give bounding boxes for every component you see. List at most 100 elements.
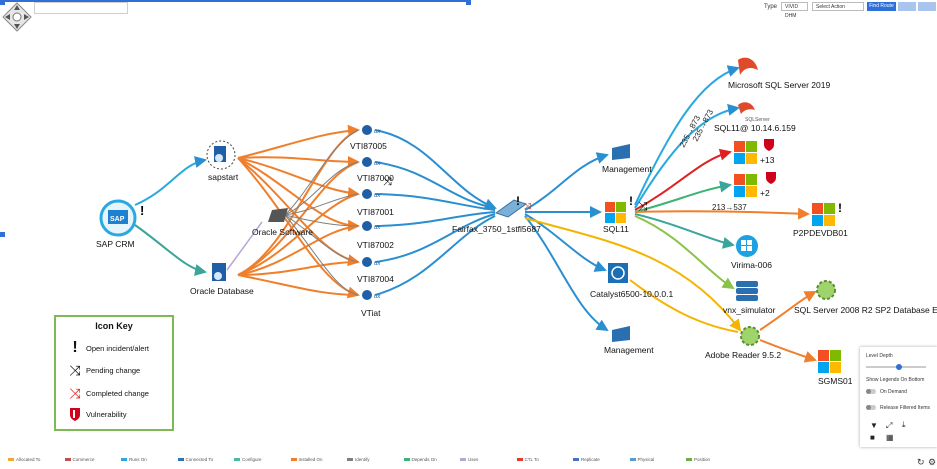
settings-icon[interactable]: ⚙ xyxy=(928,457,937,467)
node-catalyst[interactable]: Catalyst6500-10.0.0.1 xyxy=(590,263,673,299)
shield-icon xyxy=(764,139,774,151)
slider-handle[interactable] xyxy=(896,364,902,370)
key-row: Vulnerability xyxy=(64,408,127,421)
switch-icon xyxy=(612,144,630,160)
level-depth-slider[interactable] xyxy=(866,364,926,370)
search-input[interactable] xyxy=(34,2,128,14)
windows-icon xyxy=(812,203,835,226)
node-vti-host[interactable]: ux xyxy=(362,157,381,167)
shield-icon xyxy=(64,408,86,421)
node-vnx[interactable]: vnx_simulator xyxy=(723,281,776,315)
secondary-button[interactable] xyxy=(898,2,916,11)
selection-handle[interactable] xyxy=(0,0,5,5)
legend-label: CTL To xyxy=(524,457,539,462)
selection-handle[interactable] xyxy=(0,232,5,237)
pan-control-icon[interactable] xyxy=(2,2,32,32)
icon-key: Icon Key ! Open incident/alert ⤨ Pending… xyxy=(54,315,174,431)
grid-icon[interactable]: ▦ xyxy=(886,433,894,442)
release-filtered-label: Release Filtered Items xyxy=(880,405,931,411)
node-management-top[interactable]: Management xyxy=(602,144,652,174)
on-demand-toggle[interactable] xyxy=(866,389,876,394)
key-label: Vulnerability xyxy=(86,410,127,419)
legend-item: Installed On xyxy=(290,457,323,462)
node-sap-crm[interactable]: SAP ! SAP CRM xyxy=(96,199,144,249)
node-sql2008[interactable]: SQL Server 2008 R2 SP2 Database E xyxy=(794,280,937,315)
node-sql11-ip[interactable]: SQLServer SQL11@ 10.14.6.159 xyxy=(714,102,796,133)
key-row: ⤨ Pending change xyxy=(64,362,140,379)
legend-item: Connected To xyxy=(177,457,213,462)
release-filtered-toggle[interactable] xyxy=(866,405,876,410)
exclamation-icon: ! xyxy=(72,339,78,356)
node-management-bottom[interactable]: Management xyxy=(604,326,654,355)
legend-item: Commerce xyxy=(64,457,95,462)
node-sql11[interactable]: ! ⤨ SQL11 xyxy=(603,194,648,234)
switch-icon xyxy=(608,263,628,283)
node-virima[interactable]: Virima-006 xyxy=(731,235,772,270)
type-select[interactable]: VIVID DHM xyxy=(781,2,808,19)
node-vti-host[interactable]: ux xyxy=(362,125,381,135)
selection-border xyxy=(0,0,470,2)
node-sgms01[interactable]: SGMS01 xyxy=(818,350,853,386)
action-select[interactable]: Select Action xyxy=(812,2,864,11)
node-vti-host[interactable]: ux xyxy=(362,189,381,199)
node-label: Fairfax_3750_1stfl5687 xyxy=(452,224,541,234)
selection-handle[interactable] xyxy=(466,0,471,5)
refresh-icon[interactable]: ↻ xyxy=(917,457,925,467)
find-button[interactable]: Find Route xyxy=(867,2,896,11)
node-adobe[interactable]: Adobe Reader 9.5.2 xyxy=(705,326,781,360)
settings-panel: Level Depth Show Legends On Bottom On De… xyxy=(860,347,937,447)
svg-text:ux: ux xyxy=(374,294,381,300)
expand-icon[interactable]: ⤢ xyxy=(886,421,893,430)
tertiary-button[interactable] xyxy=(918,2,936,11)
node-oracle-database[interactable]: Oracle Database xyxy=(190,263,254,296)
node-label: SQL Server 2008 R2 SP2 Database E xyxy=(794,305,937,315)
filter-icon[interactable]: ▼ xyxy=(870,421,878,430)
key-row: ⤨ Completed change xyxy=(64,385,149,402)
node-oracle-software[interactable]: Oracle Software xyxy=(252,208,313,237)
legend-swatch xyxy=(460,458,466,461)
legend-label: Uses xyxy=(468,457,479,462)
gear-icon xyxy=(816,280,836,300)
node-label: VTI87000 xyxy=(357,173,394,183)
shuffle-red-icon: ⤨ xyxy=(524,201,532,211)
node-sapstart[interactable]: sapstart xyxy=(206,140,239,182)
svg-text:SAP: SAP xyxy=(110,216,125,223)
node-group-2[interactable]: +2 xyxy=(734,172,776,198)
save-icon[interactable]: ■ xyxy=(870,433,875,442)
edges xyxy=(134,65,817,363)
node-label: SQL11@ 10.14.6.159 xyxy=(714,123,796,133)
icon-key-title: Icon Key xyxy=(95,321,133,331)
node-group-13[interactable]: +13 xyxy=(734,139,775,165)
exclamation-icon: ! xyxy=(140,203,144,218)
legend-item: Configure xyxy=(234,457,262,462)
node-label: P2PDEVDB01 xyxy=(793,228,848,238)
legend-swatch xyxy=(686,458,692,461)
node-label: Management xyxy=(602,164,652,174)
legend-item: Replicate xyxy=(573,457,600,462)
node-vti-host[interactable]: ux xyxy=(362,257,381,267)
windows-icon xyxy=(818,350,841,373)
legend-item: Uses xyxy=(460,457,478,462)
node-label: VTI87001 xyxy=(357,207,394,217)
sql-server-icon xyxy=(738,57,758,75)
legend-item: Runs On xyxy=(121,457,147,462)
node-vti-host[interactable]: ux xyxy=(362,221,381,231)
windows-icon xyxy=(605,202,626,223)
node-vti-host[interactable]: ux xyxy=(362,290,381,300)
exclamation-icon: ! xyxy=(629,194,633,208)
node-label: Management xyxy=(604,345,654,355)
shield-icon xyxy=(766,172,776,184)
node-p2pdevdb01[interactable]: ! P2PDEVDB01 xyxy=(793,201,848,238)
node-fairfax[interactable]: ! ⤨ Fairfax_3750_1stfl5687 xyxy=(452,194,541,234)
svg-text:ux: ux xyxy=(374,193,381,199)
storage-icon xyxy=(736,281,758,301)
key-label: Completed change xyxy=(86,389,149,398)
edge-label: 213→537 xyxy=(712,203,747,212)
topology-graph[interactable]: 235→873 235→873 213→537 SAP ! SAP CRM sa… xyxy=(0,0,937,455)
download-icon[interactable]: ⤓ xyxy=(902,420,906,429)
node-label: Virima-006 xyxy=(731,260,772,270)
node-label: Oracle Database xyxy=(190,286,254,296)
node-ms-sql-2019[interactable]: Microsoft SQL Server 2019 xyxy=(728,57,830,90)
on-demand-label: On Demand xyxy=(880,389,907,395)
